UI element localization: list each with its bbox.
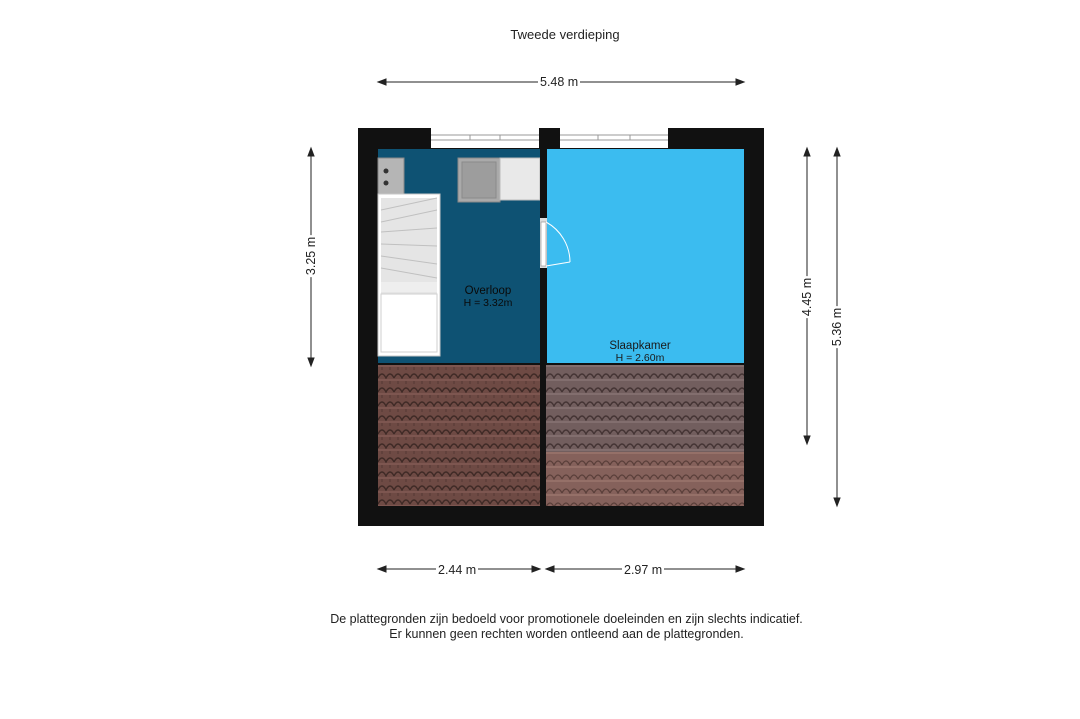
disclaimer: De plattegronden zijn bedoeld voor promo… (0, 612, 1080, 642)
room-label-overloop: Overloop H = 3.32m (440, 285, 536, 309)
dim-left-height: 3.25 m (304, 234, 319, 278)
inner-wall-lower (540, 268, 546, 365)
dim-right-inner-height: 4.45 m (800, 275, 815, 319)
dim-bottom-left-width: 2.44 m (436, 563, 479, 577)
roof-right-top (546, 365, 744, 452)
door (540, 218, 571, 268)
room-name-slaapkamer: Slaapkamer (609, 340, 671, 352)
room-height-slaapkamer: H = 2.60m (615, 352, 665, 364)
room-slaapkamer (547, 149, 744, 363)
room-label-slaapkamer: Slaapkamer H = 2.60m (590, 340, 690, 364)
disclaimer-line-2: Er kunnen geen rechten worden ontleend a… (389, 627, 744, 641)
room-name-overloop: Overloop (464, 285, 512, 297)
room-height-overloop: H = 3.32m (463, 297, 513, 309)
appliances (457, 157, 541, 203)
window-overloop (431, 128, 539, 148)
roof-right-bottom (546, 452, 744, 506)
dim-top-width: 5.48 m (538, 75, 581, 89)
dim-right-outer-height: 5.36 m (830, 305, 845, 349)
floor-title: Tweede verdieping (510, 27, 620, 42)
cabinet (377, 157, 405, 195)
roof-left (378, 365, 540, 506)
staircase (377, 193, 441, 357)
disclaimer-line-1: De plattegronden zijn bedoeld voor promo… (330, 612, 803, 626)
dim-bottom-right-width: 2.97 m (622, 563, 665, 577)
inner-wall (540, 128, 546, 218)
window-slaapkamer (560, 128, 668, 148)
